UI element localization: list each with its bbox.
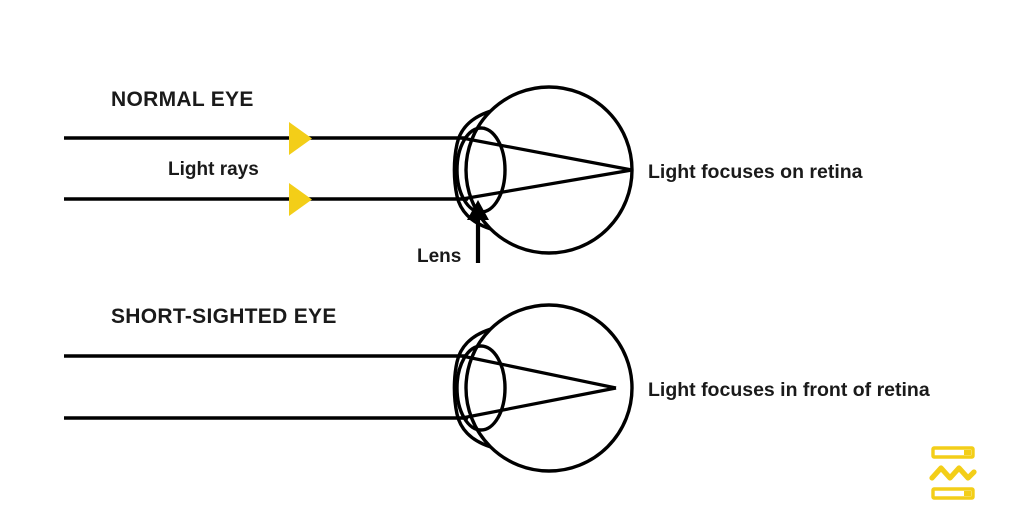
refracted-ray-top-short-sighted	[461, 354, 617, 390]
cornea-outline-normal	[452, 109, 492, 231]
refracted-ray-top-normal	[461, 136, 633, 172]
refracted-ray-bottom-short-sighted	[461, 386, 617, 420]
eyeball-outline-short-sighted	[464, 303, 634, 473]
logo-zigzag-icon	[929, 465, 977, 481]
normal-eye-title: NORMAL EYE	[111, 88, 254, 111]
light-rays-label: Light rays	[168, 159, 259, 180]
ray-direction-arrowhead-bottom-icon	[289, 183, 312, 216]
short-sighted-eye-focus-label: Light focuses in front of retina	[648, 379, 930, 401]
short-sighted-eye-title: SHORT-SIGHTED EYE	[111, 305, 337, 328]
short-sighted-eye-diagram: SHORT-SIGHTED EYE Light focuses in front…	[64, 303, 930, 473]
lens-outline-short-sighted	[455, 344, 507, 432]
logo-bar-top-icon	[931, 446, 975, 459]
lens-label: Lens	[417, 246, 461, 267]
logo-bar-top-cap-icon	[964, 450, 971, 455]
logo-bar-bottom-cap-icon	[964, 491, 971, 496]
logo-bar-bottom-icon	[931, 487, 975, 500]
normal-eye-focus-label: Light focuses on retina	[648, 161, 863, 183]
cornea-outline-short-sighted	[452, 327, 492, 449]
ray-direction-arrowhead-top-icon	[289, 122, 312, 155]
normal-eye-diagram: NORMAL EYE Light rays Lens Light focuses…	[64, 85, 863, 267]
refracted-ray-bottom-normal	[461, 168, 633, 201]
zigzag-bars-logo	[929, 446, 977, 500]
lens-pointer-arrow-icon	[467, 200, 489, 220]
